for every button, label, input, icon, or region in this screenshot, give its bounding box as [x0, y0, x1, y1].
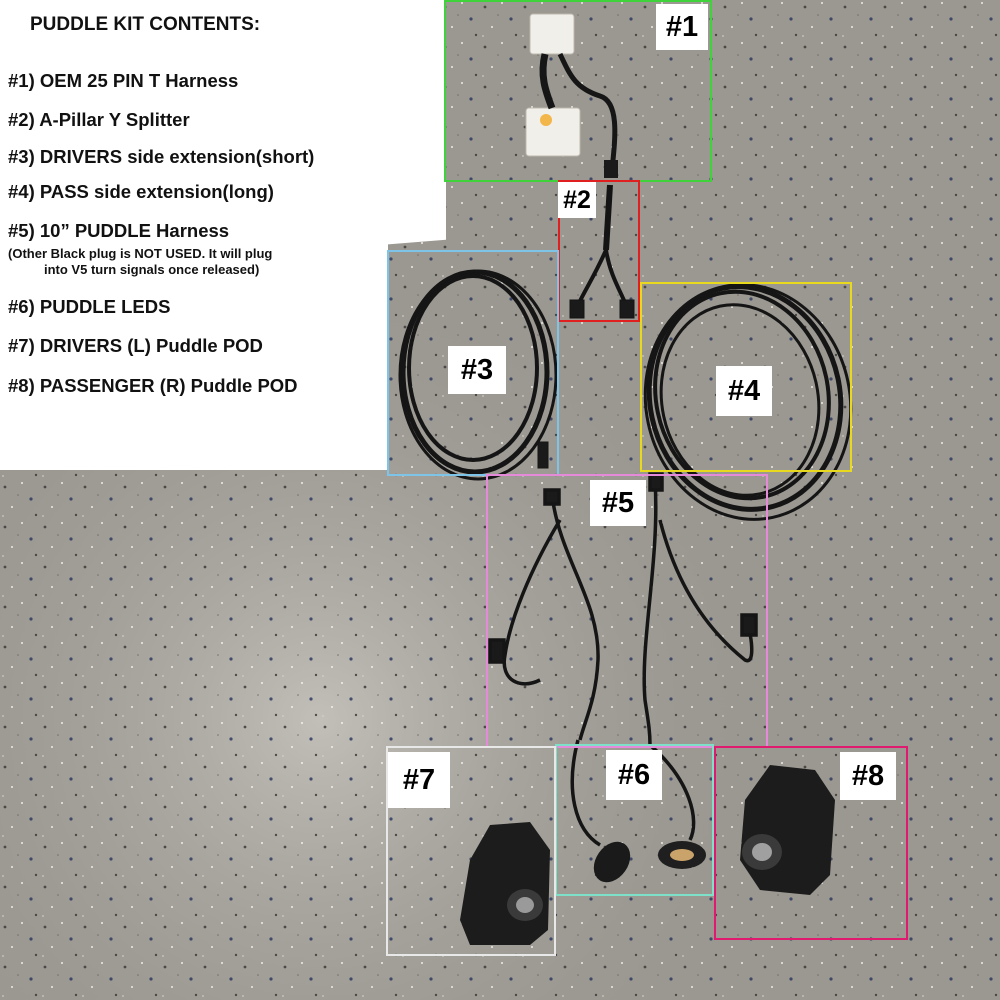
region-frame-6: [555, 744, 714, 896]
coil-long-illustration: [643, 283, 853, 521]
left-pod-illustration: [460, 822, 550, 945]
region-frame-4: [640, 282, 852, 472]
coil-short-illustration: [398, 269, 558, 481]
kit-item-5-note-line2: into V5 turn signals once released): [44, 262, 260, 277]
callout-6: #6: [606, 750, 662, 800]
kit-item-4: #4) PASS side extension(long): [8, 181, 274, 202]
kit-item-2: #2) A-Pillar Y Splitter: [8, 109, 190, 130]
callout-1: #1: [656, 4, 708, 50]
kit-contents-panel: PUDDLE KIT CONTENTS: #1) OEM 25 PIN T Ha…: [0, 0, 446, 470]
right-pod-illustration: [740, 765, 835, 895]
kit-item-6: #6) PUDDLE LEDS: [8, 296, 171, 317]
callout-5: #5: [590, 480, 646, 526]
t-harness-illustration: [525, 13, 618, 178]
callout-2: #2: [558, 182, 596, 218]
callout-3: #3: [448, 346, 506, 394]
callout-8: #8: [840, 752, 896, 800]
region-frame-3: [387, 250, 559, 476]
region-frame-2: [558, 180, 640, 322]
callout-7: #7: [388, 752, 450, 808]
region-frame-7: [386, 746, 556, 956]
callout-4: #4: [716, 366, 772, 416]
region-frame-5: [486, 474, 768, 748]
kit-item-1: #1) OEM 25 PIN T Harness: [8, 70, 239, 91]
kit-item-7: #7) DRIVERS (L) Puddle POD: [8, 335, 263, 356]
region-frame-8: [714, 746, 908, 940]
kit-item-3: #3) DRIVERS side extension(short): [8, 146, 315, 167]
kit-item-8: #8) PASSENGER (R) Puddle POD: [8, 375, 298, 396]
puddle-harness-illustration: [488, 472, 758, 746]
y-splitter-illustration: [569, 184, 635, 319]
kit-item-5: #5) 10” PUDDLE Harness: [8, 220, 230, 241]
kit-contents-title: PUDDLE KIT CONTENTS:: [30, 14, 261, 35]
kit-item-5-note-line1: (Other Black plug is NOT USED. It will p…: [8, 246, 273, 261]
